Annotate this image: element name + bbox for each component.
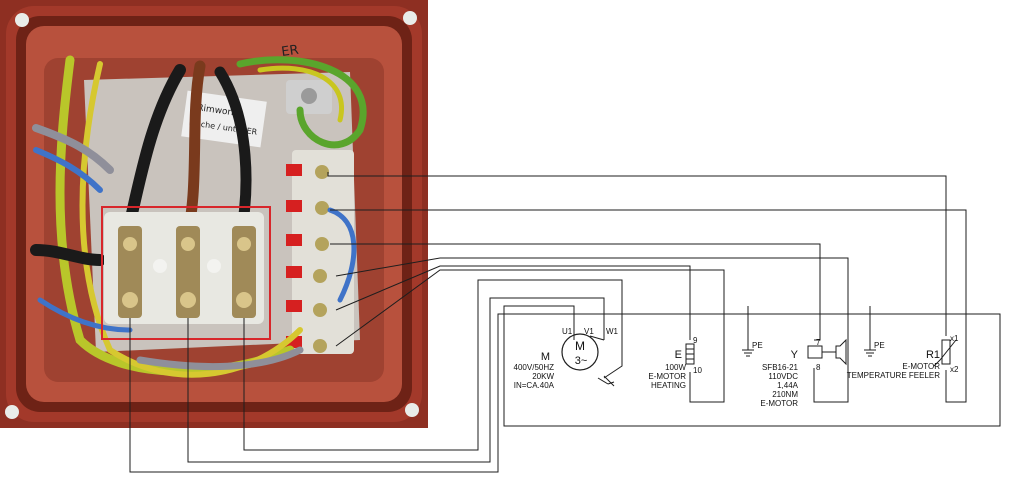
lid-marking: ER <box>280 43 299 60</box>
heater-spec-1: 100W <box>665 363 686 372</box>
terminal-u1-label: U1 <box>562 327 573 336</box>
aux-terminal-strip <box>292 150 354 354</box>
motor-symbol: M 3~ U1 V1 W1 <box>561 327 619 387</box>
wire-w1 <box>243 279 623 451</box>
pe-label-1: PE <box>752 341 763 350</box>
pe-ground-2 <box>864 349 876 357</box>
wire-v1 <box>187 297 605 463</box>
sensor-pin-top: x1 <box>950 334 959 343</box>
sensor-spec-1: E-MOTOR <box>902 362 940 371</box>
brake-pin-bottom: 8 <box>816 363 821 372</box>
ground-screw <box>301 88 317 104</box>
brake-pin-top: 7 <box>816 338 821 347</box>
corner-screw <box>5 405 19 419</box>
brake-symbol <box>807 338 847 366</box>
sensor-spec-2: TEMPERATURE FEELER <box>847 371 940 380</box>
sensor-pin-bottom: x2 <box>950 365 959 374</box>
motor-sub: 3~ <box>575 355 588 367</box>
junction-box-photo: ER Rimworld Mache / unter ER <box>0 0 428 428</box>
corner-screw <box>15 13 29 27</box>
wire-brake-7 <box>330 243 821 341</box>
brake-id: Y <box>791 349 799 361</box>
motor-spec-1: 400V/50HZ <box>514 363 555 372</box>
wire-heater-10 <box>335 269 725 403</box>
corner-screw <box>403 11 417 25</box>
terminal-w1-label: W1 <box>606 327 619 336</box>
heater-id: E <box>675 349 682 361</box>
motor-id: M <box>541 351 550 363</box>
heater-pin-bottom: 10 <box>693 366 702 375</box>
pe-label-2: PE <box>874 341 885 350</box>
highlight-box <box>101 206 271 340</box>
terminal-v1-label: V1 <box>584 327 594 336</box>
wire-sensor-x2 <box>330 209 967 403</box>
main-terminals <box>118 226 256 318</box>
brake-spec-1: SFB16-21 <box>762 363 799 372</box>
motor-letter: M <box>575 339 585 353</box>
sensor-symbol <box>933 339 957 367</box>
wire-heater-9 <box>335 265 691 340</box>
motor-spec-3: IN=CA.40A <box>514 381 555 390</box>
wire-brake-8 <box>335 257 849 403</box>
wire-sensor-x1 <box>327 172 947 336</box>
motor-circle <box>561 333 599 371</box>
aux-terminals <box>286 164 329 353</box>
brake-spec-5: E-MOTOR <box>760 399 798 408</box>
sensor-id: R1 <box>926 349 940 361</box>
pe-ground-1 <box>742 349 754 357</box>
heater-symbol <box>685 343 695 365</box>
brake-spec-3: 1,44A <box>777 381 799 390</box>
brake-spec-4: 210NM <box>772 390 798 399</box>
corner-screw <box>405 403 419 417</box>
heater-spec-3: HEATING <box>651 381 686 390</box>
connection-lines <box>129 172 1001 473</box>
brake-spec-2: 110VDC <box>768 372 798 381</box>
wire-u1 <box>129 305 1001 473</box>
heater-pin-top: 9 <box>693 336 698 345</box>
motor-spec-2: 20KW <box>532 372 554 381</box>
heater-spec-2: E-MOTOR <box>648 372 686 381</box>
